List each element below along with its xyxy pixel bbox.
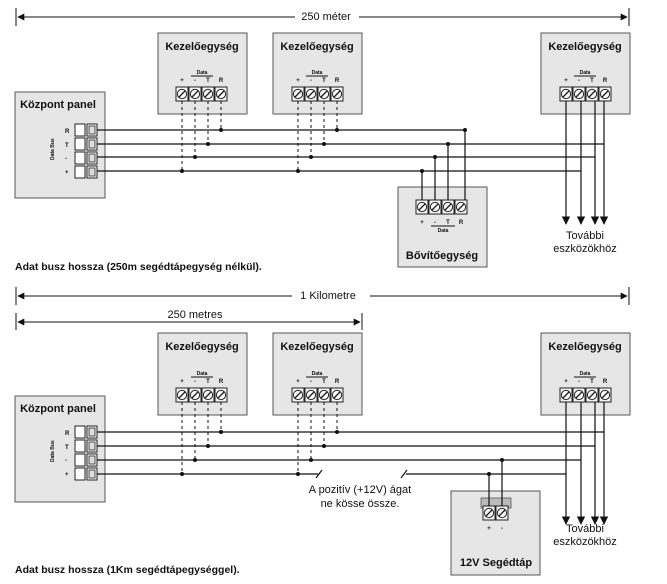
svg-text:-: - xyxy=(194,379,196,385)
top-keypad-1: Kezelőegység Data + - T R xyxy=(157,32,248,115)
bottom-dimension-short-label: 250 metres xyxy=(167,309,223,321)
top-panel-title: Központ panel xyxy=(20,99,96,111)
bottom-keypad-3-title: Kezelőegység xyxy=(548,341,621,353)
bottom-further-label-1: További xyxy=(566,523,604,535)
svg-text:R: R xyxy=(335,78,340,84)
svg-text:-: - xyxy=(434,220,436,226)
bottom-panel-bus-label: Data Bus xyxy=(50,440,56,462)
svg-text:R: R xyxy=(459,220,464,226)
svg-text:T: T xyxy=(322,78,326,84)
svg-text:+: + xyxy=(420,220,424,226)
svg-text:R: R xyxy=(335,379,340,385)
top-panel: Központ panel Data Bus R T - + xyxy=(14,91,106,199)
top-further-label-1: További xyxy=(566,230,604,242)
top-caption: Adat busz hossza (250m segédtápegység né… xyxy=(15,261,262,273)
bottom-psu-title: 12V Segédtáp xyxy=(460,557,532,569)
top-panel-term-minus: - xyxy=(65,156,67,162)
top-keypad-3-title: Kezelőegység xyxy=(548,41,621,53)
top-panel-bus-label: Data Bus xyxy=(50,138,56,160)
top-keypad-3: Kezelőegység Data + - T R xyxy=(540,32,631,115)
bottom-dimension-long-label: 1 Kilometre xyxy=(300,290,356,302)
bottom-caption: Adat busz hossza (1Km segédtápegységgel)… xyxy=(15,564,240,576)
svg-text:-: - xyxy=(578,78,580,84)
svg-text:Data: Data xyxy=(580,70,591,76)
bottom-panel-title: Központ panel xyxy=(20,403,96,415)
bottom-keypad-2: Kezelőegység Data + - T R xyxy=(272,332,363,416)
svg-text:-: - xyxy=(310,78,312,84)
top-further-label-2: eszközökhöz xyxy=(553,243,617,255)
bottom-panel: Központ panel Data Bus R T - + xyxy=(14,395,106,503)
svg-text:R: R xyxy=(603,78,608,84)
svg-text:R: R xyxy=(219,78,224,84)
svg-text:T: T xyxy=(206,379,210,385)
bottom-keypad-2-title: Kezelőegység xyxy=(280,341,353,353)
svg-text:-: - xyxy=(501,526,503,532)
bottom-psu: + - 12V Segédtáp xyxy=(450,490,541,576)
top-panel-term-plus: + xyxy=(65,170,69,176)
svg-text:+: + xyxy=(65,472,69,478)
bottom-keypad-1-title: Kezelőegység xyxy=(165,341,238,353)
svg-text:T: T xyxy=(65,445,69,451)
svg-text:-: - xyxy=(194,78,196,84)
top-keypad-1-title: Kezelőegység xyxy=(165,41,238,53)
top-keypad-2: Kezelőegység Data + - T R xyxy=(272,32,363,115)
svg-text:+: + xyxy=(180,78,184,84)
top-diagram: 250 méter Központ panel Data Bus R T - +… xyxy=(14,8,631,273)
bottom-further-label-2: eszközökhöz xyxy=(553,536,617,548)
svg-text:Data: Data xyxy=(312,371,323,377)
svg-text:R: R xyxy=(219,379,224,385)
bottom-dimension-short: 250 metres xyxy=(15,309,363,330)
bottom-dimension-long: 1 Kilometre xyxy=(15,287,630,305)
svg-text:+: + xyxy=(564,78,568,84)
svg-text:T: T xyxy=(590,78,594,84)
svg-text:R: R xyxy=(65,431,70,437)
svg-text:+: + xyxy=(296,78,300,84)
svg-text:-: - xyxy=(578,379,580,385)
bottom-note-line-2: ne kösse össze. xyxy=(321,498,400,510)
top-panel-term-r: R xyxy=(65,129,70,135)
svg-text:T: T xyxy=(206,78,210,84)
svg-text:+: + xyxy=(296,379,300,385)
bottom-keypad-1: Kezelőegység Data + - T R xyxy=(157,332,248,416)
svg-text:Data: Data xyxy=(197,371,208,377)
svg-text:R: R xyxy=(603,379,608,385)
top-keypad-2-title: Kezelőegység xyxy=(280,41,353,53)
svg-text:T: T xyxy=(446,220,450,226)
svg-text:+: + xyxy=(564,379,568,385)
svg-text:-: - xyxy=(65,458,67,464)
bottom-keypad-3: Kezelőegység Data + - T R xyxy=(540,332,631,416)
svg-text:T: T xyxy=(322,379,326,385)
svg-text:Data: Data xyxy=(312,70,323,76)
top-dimension: 250 méter xyxy=(15,8,630,26)
svg-text:+: + xyxy=(487,526,491,532)
svg-text:-: - xyxy=(310,379,312,385)
top-bus-wires xyxy=(97,101,609,225)
bottom-diagram: 1 Kilometre 250 metres Központ panel Dat… xyxy=(14,287,631,576)
top-expander-title: Bővítőegység xyxy=(406,250,478,262)
bottom-note-line-1: A pozitív (+12V) ágat xyxy=(309,484,411,496)
svg-text:Data: Data xyxy=(580,371,591,377)
svg-text:+: + xyxy=(180,379,184,385)
svg-text:T: T xyxy=(590,379,594,385)
top-dimension-label: 250 méter xyxy=(301,11,351,23)
svg-text:Data: Data xyxy=(438,228,449,234)
top-panel-term-t: T xyxy=(65,143,69,149)
bottom-bus-wires xyxy=(97,402,609,525)
svg-text:Data: Data xyxy=(197,70,208,76)
top-expander: + - T R Data Bővítőegység xyxy=(397,186,488,268)
